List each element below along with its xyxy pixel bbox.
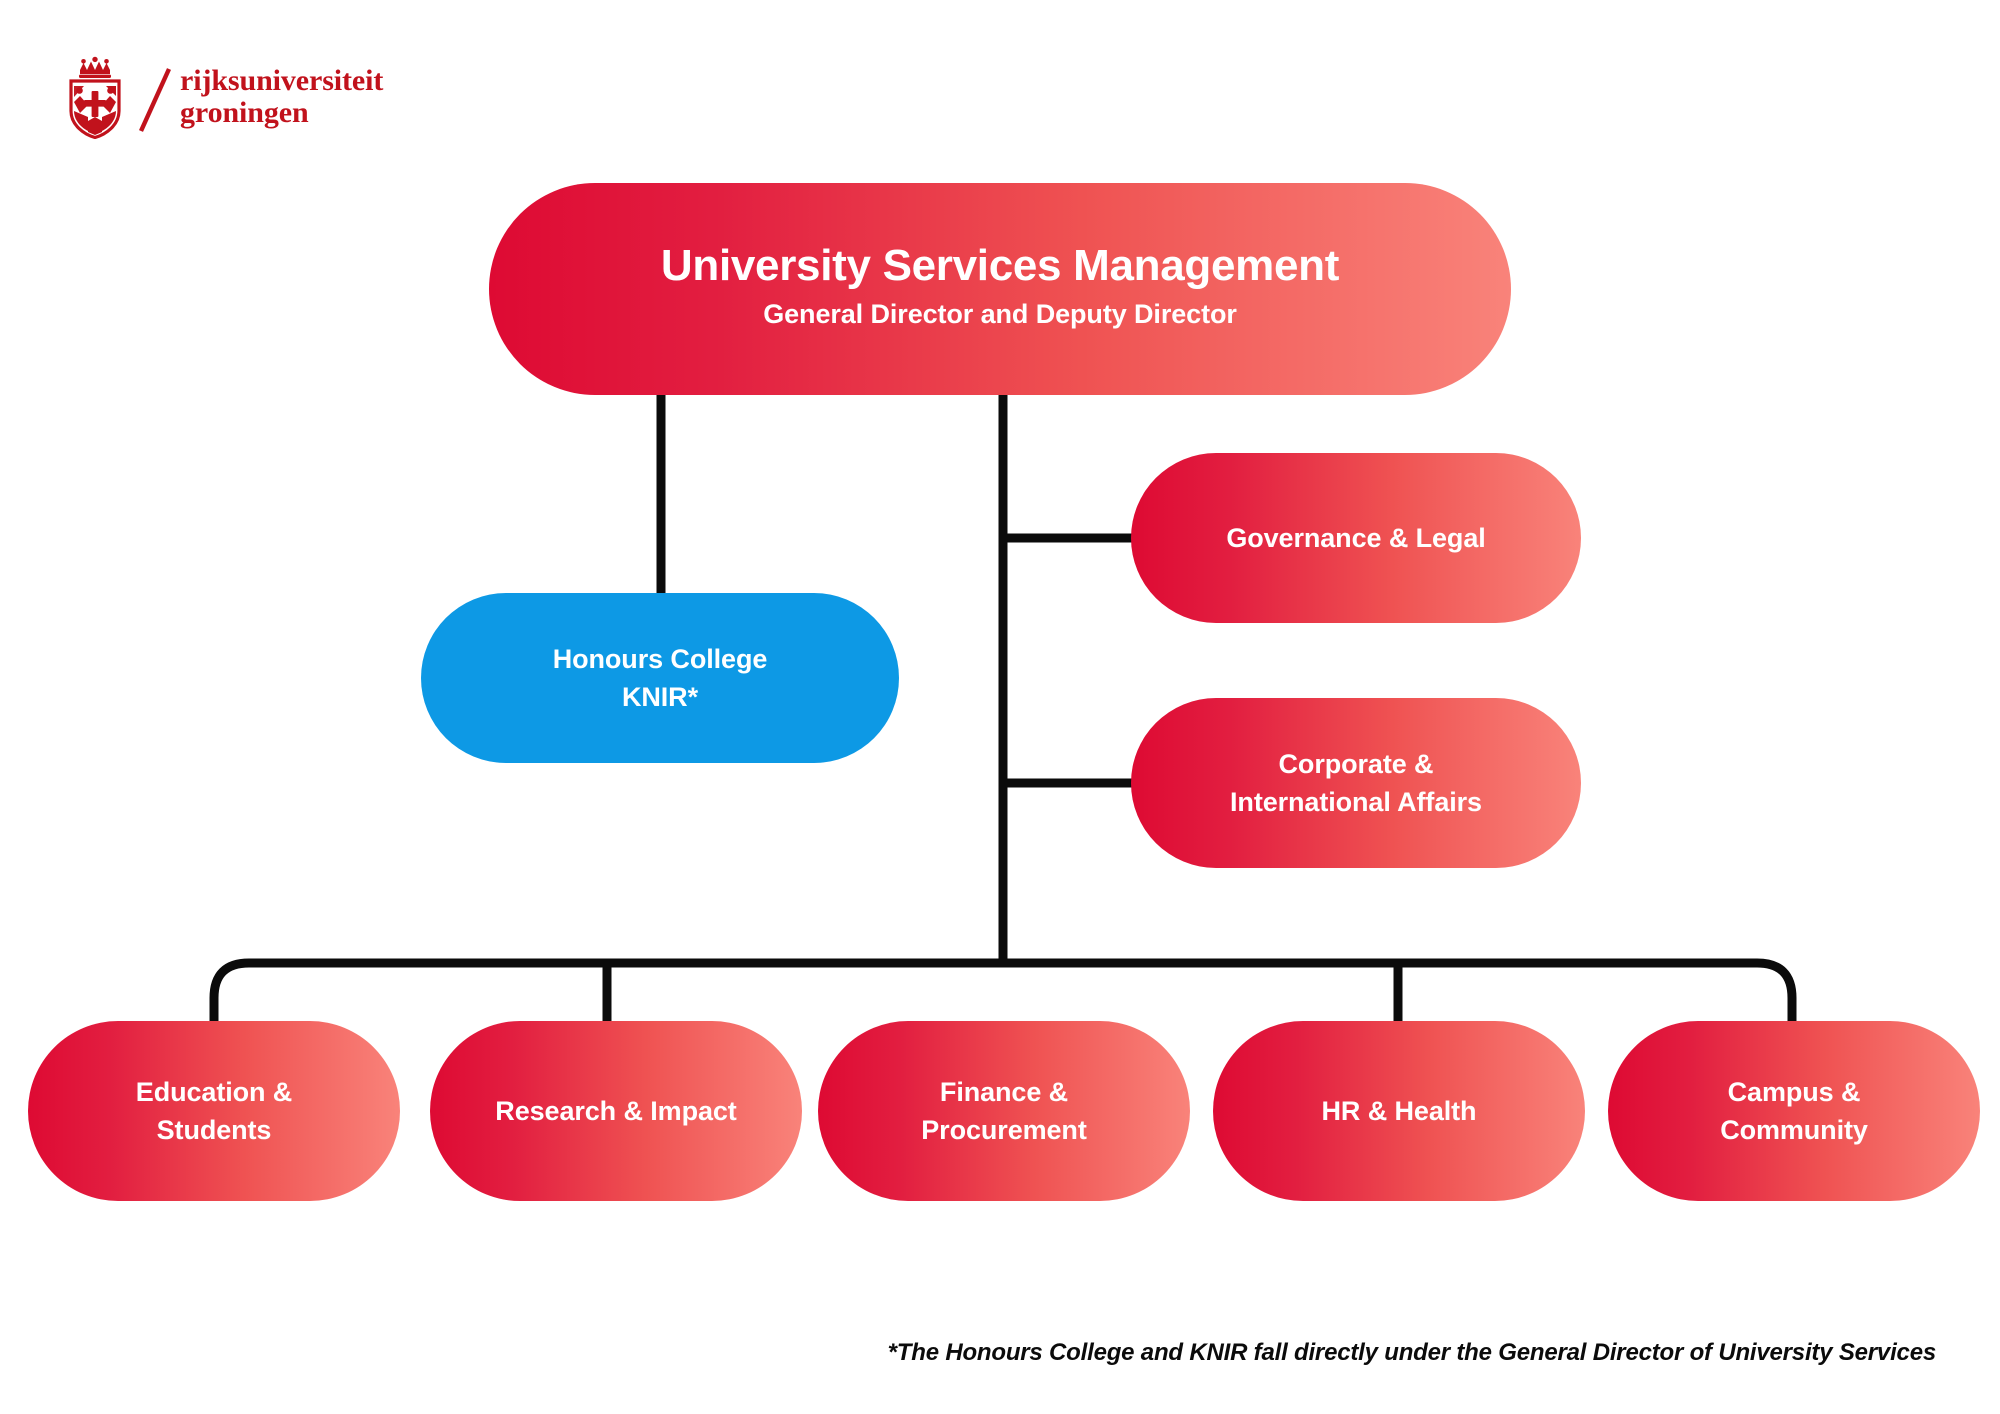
logo-wordmark-line2: groningen xyxy=(180,96,309,129)
node-corporate-line1: Corporate & xyxy=(1278,748,1434,779)
node-campus-and-community[interactable]: Campus & Community xyxy=(1608,1021,1980,1201)
slash-divider-icon xyxy=(138,68,172,132)
university-logo: rijksuniversiteit groningen xyxy=(58,55,383,139)
node-corporate-and-international-affairs[interactable]: Corporate & International Affairs xyxy=(1131,698,1581,868)
node-university-services-management[interactable]: University Services Management General D… xyxy=(489,183,1511,395)
node-hr-and-health[interactable]: HR & Health xyxy=(1213,1021,1585,1201)
node-root-subtitle: General Director and Deputy Director xyxy=(763,299,1237,330)
footnote-text: *The Honours College and KNIR fall direc… xyxy=(887,1339,1937,1366)
node-honours-line2: KNIR* xyxy=(621,682,698,712)
node-education-and-students[interactable]: Education & Students xyxy=(28,1021,400,1201)
node-corporate-line2: International Affairs xyxy=(1230,787,1482,817)
node-research-line1: Research & Impact xyxy=(495,1095,737,1126)
node-campus-line2: Community xyxy=(1720,1115,1868,1145)
node-campus-line1: Campus & xyxy=(1727,1076,1861,1107)
node-governance-and-legal[interactable]: Governance & Legal xyxy=(1131,453,1581,623)
node-root-title: University Services Management xyxy=(660,240,1340,290)
node-finance-line2: Procurement xyxy=(921,1115,1087,1145)
node-research-and-impact[interactable]: Research & Impact xyxy=(430,1021,802,1201)
node-honours-college-knir[interactable]: Honours College KNIR* xyxy=(421,593,899,763)
node-governance-line1: Governance & Legal xyxy=(1226,522,1486,553)
node-honours-line1: Honours College xyxy=(552,643,768,674)
logo-wordmark-line1: rijksuniversiteit xyxy=(180,64,384,98)
node-finance-line1: Finance & xyxy=(939,1076,1069,1107)
logo-wordmark: rijksuniversiteit groningen xyxy=(180,65,383,129)
node-education-line2: Students xyxy=(156,1115,272,1145)
groningen-shield-crest-icon xyxy=(69,56,121,139)
node-finance-and-procurement[interactable]: Finance & Procurement xyxy=(818,1021,1190,1201)
node-education-line1: Education & xyxy=(135,1076,293,1107)
node-hr-line1: HR & Health xyxy=(1321,1095,1477,1126)
